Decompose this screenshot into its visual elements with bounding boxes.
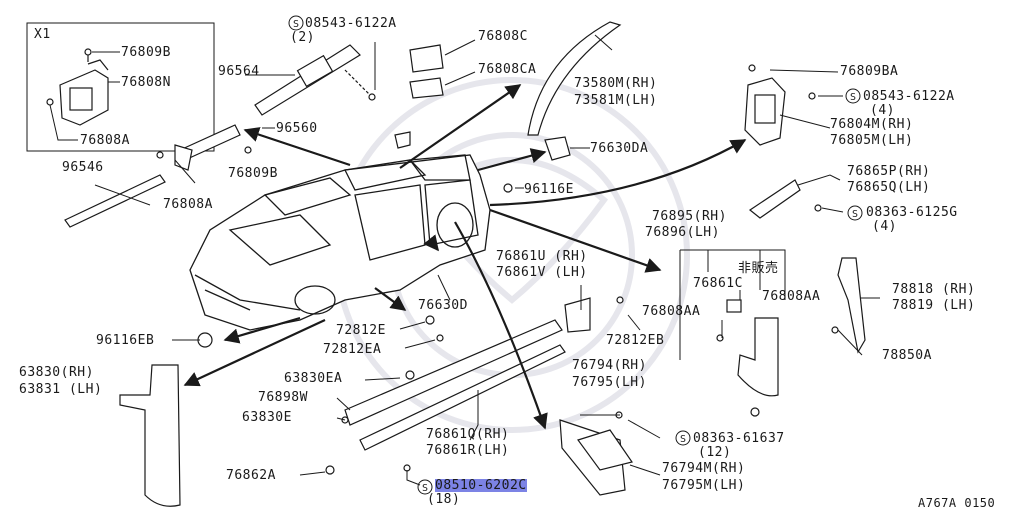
part-76861r-lh: 76861R(LH) xyxy=(426,443,510,458)
part-72812ea: 72812EA xyxy=(323,342,382,357)
svg-text:S: S xyxy=(852,209,858,220)
part-76865q-lh: 76865Q(LH) xyxy=(847,180,931,195)
not-for-sale-label: 非販売 xyxy=(738,261,779,276)
part-76809ba: 76809BA xyxy=(840,64,899,79)
part-76808aa-right: 76808AA xyxy=(762,289,821,304)
part-76862a: 76862A xyxy=(226,468,276,483)
part-08363-61637: 08363-61637 xyxy=(693,431,785,446)
part-76896-lh: 76896(LH) xyxy=(645,225,720,240)
part-96116e: 96116E xyxy=(524,182,574,197)
part-96546: 96546 xyxy=(62,160,104,175)
part-76861u-rh: 76861U (RH) xyxy=(496,249,588,264)
inset-bracket-part xyxy=(46,48,109,126)
part-76809b: 76809B xyxy=(228,166,278,181)
part-63831-lh: 63831 (LH) xyxy=(19,382,103,397)
s-symbols xyxy=(288,15,863,495)
part-63830e: 63830E xyxy=(242,410,292,425)
part-76809b-inset: 76809B xyxy=(121,45,171,60)
side-clip xyxy=(748,179,822,219)
svg-text:S: S xyxy=(850,92,856,103)
part-08543-6122a-top: 08543-6122A xyxy=(305,16,397,31)
part-78850a: 78850A xyxy=(882,348,932,363)
part-73581m-lh: 73581M(LH) xyxy=(574,93,658,108)
part-76804m-rh: 76804M(RH) xyxy=(830,117,914,132)
part-76795-lh: 76795(LH) xyxy=(572,375,647,390)
callout-arrows xyxy=(183,84,747,430)
qty-08363-61637: (12) xyxy=(698,445,732,460)
part-76865p-rh: 76865P(RH) xyxy=(847,164,931,179)
part-76808a-inset: 76808A xyxy=(80,133,130,148)
part-76808aa-left: 76808AA xyxy=(642,304,701,319)
part-96116eb: 96116EB xyxy=(96,333,155,348)
part-76795m-lh: 76795M(LH) xyxy=(662,478,746,493)
leader-lines xyxy=(94,34,880,486)
qty-08543-6122a-top: (2) xyxy=(290,30,315,45)
part-08510-6202c[interactable]: 08510-6202C xyxy=(435,478,527,493)
inset-box xyxy=(26,22,215,152)
part-76794-rh: 76794(RH) xyxy=(572,358,647,373)
reference-code: A767A 0150 xyxy=(918,496,996,510)
part-76808ca: 76808CA xyxy=(478,62,537,77)
part-76630d: 76630D xyxy=(418,298,468,313)
part-96564: 96564 xyxy=(218,64,260,79)
rear-bracket xyxy=(744,64,816,146)
svg-text:S: S xyxy=(293,19,299,30)
part-76861q-rh: 76861Q(RH) xyxy=(426,427,510,442)
part-96560: 96560 xyxy=(276,121,318,136)
svg-text:S: S xyxy=(680,434,686,445)
part-76794m-rh: 76794M(RH) xyxy=(662,461,746,476)
part-76861c: 76861C xyxy=(693,276,743,291)
part-76630da: 76630DA xyxy=(590,141,649,156)
inset-leaders xyxy=(49,51,120,141)
antenna-rod xyxy=(64,124,252,228)
part-76898w: 76898W xyxy=(258,390,308,405)
part-76808a: 76808A xyxy=(163,197,213,212)
part-63830-rh: 63830(RH) xyxy=(19,365,94,380)
part-73580m-rh: 73580M(RH) xyxy=(574,76,658,91)
qty-08543-6122a-right: (4) xyxy=(870,103,895,118)
mud-guards xyxy=(119,257,866,507)
spoiler-parts xyxy=(394,21,622,193)
part-76805m-lh: 76805M(LH) xyxy=(830,133,914,148)
part-72812e: 72812E xyxy=(336,323,386,338)
part-08363-6125g: 08363-6125G xyxy=(866,205,958,220)
part-76808n: 76808N xyxy=(121,75,171,90)
part-78818-rh: 78818 (RH) xyxy=(892,282,976,297)
qty-08510-6202c: (18) xyxy=(427,492,461,507)
part-76861v-lh: 76861V (LH) xyxy=(496,265,588,280)
svg-text:S: S xyxy=(422,483,428,494)
part-76808c: 76808C xyxy=(478,29,528,44)
s-symbol-letters: S S S S S xyxy=(293,19,858,494)
part-08543-6122a-right: 08543-6122A xyxy=(863,89,955,104)
antenna-assembly xyxy=(254,44,376,116)
part-78819-lh: 78819 (LH) xyxy=(892,298,976,313)
part-63830ea: 63830EA xyxy=(284,371,343,386)
qty-08363-6125g: (4) xyxy=(872,219,897,234)
part-72812eb: 72812EB xyxy=(606,333,665,348)
part-76895-rh: 76895(RH) xyxy=(652,209,727,224)
inset-label: X1 xyxy=(34,27,51,42)
